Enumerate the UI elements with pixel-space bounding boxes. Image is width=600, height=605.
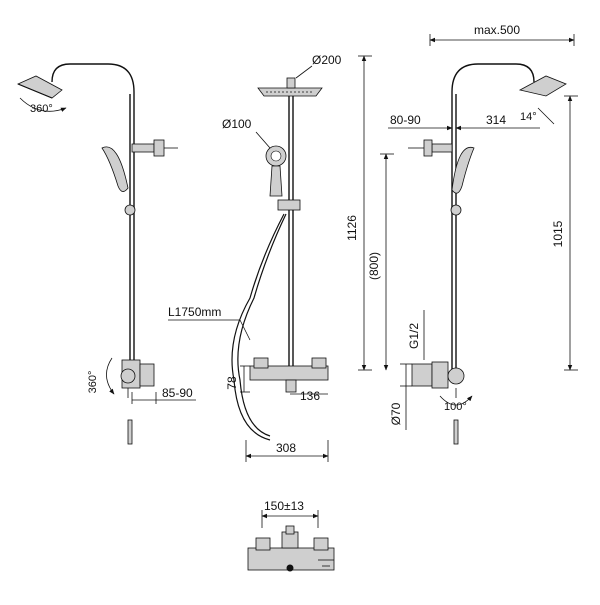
bottom-mixer-detail: 150±13 — [247, 499, 335, 572]
mixer-depth-label: 136 — [300, 389, 320, 403]
right-mixer-icon — [411, 361, 465, 398]
mixer-width-label: 308 — [276, 441, 296, 455]
arm-offset-label: 80-90 — [390, 113, 421, 127]
bar-spacing-label: (800) — [367, 252, 381, 280]
right-wall-bracket-icon — [408, 139, 453, 157]
handle-swing-arc — [439, 395, 473, 406]
center-mixer-icon — [249, 357, 329, 393]
head-projection-label: 314 — [486, 113, 506, 127]
center-shower-head-icon — [257, 77, 323, 97]
center-hand-shower-icon — [265, 145, 301, 211]
center-front-view: Ø200 Ø100 L1750mm 78 136 — [168, 53, 342, 462]
eccentric-centres-label: 150±13 — [264, 499, 304, 513]
left-mixer-icon — [120, 359, 155, 398]
right-side-view: max.500 14° 80-90 314 1126 ( — [345, 23, 578, 445]
left-side-view: 360° 360° 85-90 — [16, 63, 196, 445]
outlet-height-label: 1015 — [551, 220, 565, 247]
handle-swing-label: 100° — [444, 401, 467, 413]
hand-diameter-label: Ø100 — [222, 117, 252, 131]
hose-length-label: L1750mm — [168, 305, 221, 319]
left-rotation-arc — [19, 97, 67, 112]
left-rotation-label: 360° — [30, 103, 53, 115]
thread-label: G1/2 — [407, 323, 421, 349]
left-riser-pipe — [51, 63, 135, 365]
valve-rotation-label: 360° — [87, 371, 99, 394]
left-supply-stub — [127, 419, 133, 445]
wall-offset-label: 85-90 — [162, 386, 193, 400]
left-shower-head-icon — [16, 75, 63, 99]
head-diameter-label: Ø200 — [312, 53, 342, 67]
head-tilt-label: 14° — [520, 111, 537, 123]
outlet-diameter-label: Ø70 — [389, 402, 403, 425]
bottom-mixer-icon — [247, 525, 335, 572]
left-wall-bracket-icon — [131, 139, 178, 157]
right-hand-shower-icon — [450, 146, 475, 216]
right-supply-stub — [453, 419, 459, 445]
mixer-height-label: 78 — [225, 376, 239, 390]
right-shower-head-icon — [518, 75, 567, 97]
max-reach-label: max.500 — [474, 23, 520, 37]
total-height-label: 1126 — [345, 215, 359, 241]
shower-hose — [231, 213, 285, 441]
left-hand-shower-icon — [101, 146, 136, 216]
